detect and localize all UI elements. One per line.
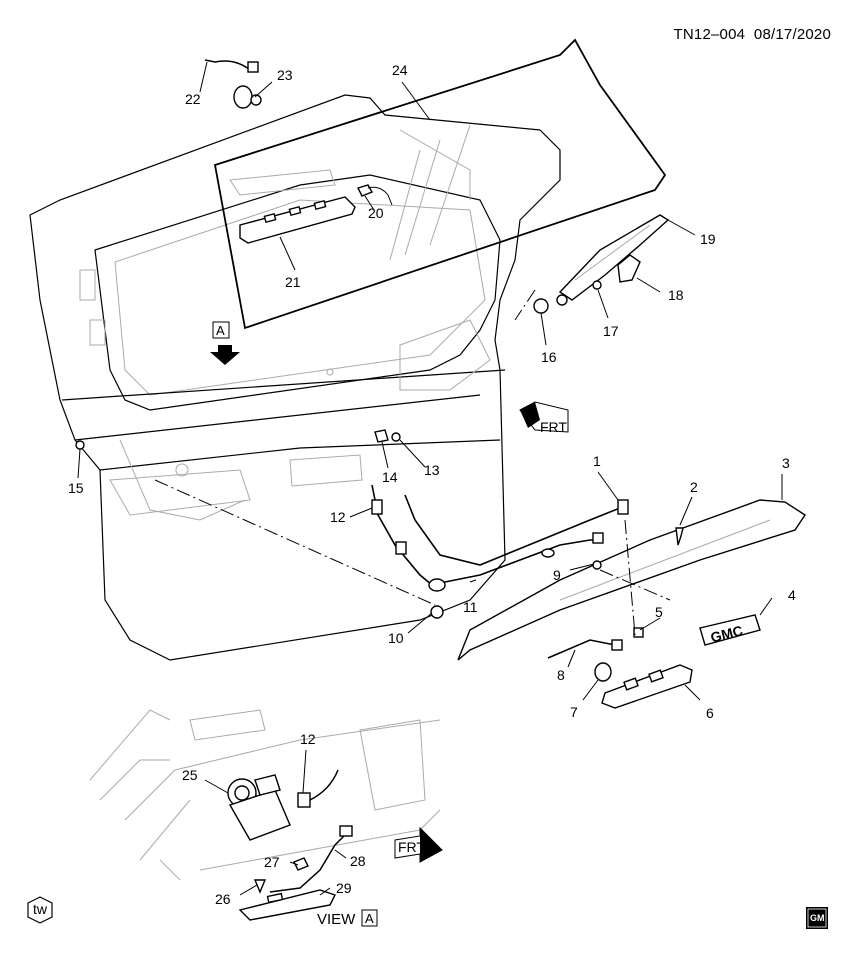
switch-retainer (293, 857, 309, 871)
callout-18: 18 (668, 287, 684, 303)
applique-bolt (675, 527, 684, 546)
callout-28: 28 (350, 853, 366, 869)
liftgate-bumper (75, 440, 85, 450)
frt-label: FRT (540, 419, 567, 435)
latch-harness (297, 769, 339, 808)
latch-bolt (253, 879, 267, 894)
lamp-pigtail (547, 639, 623, 659)
view-label-prefix: VIEW (317, 911, 356, 928)
callout-7: 7 (570, 704, 578, 720)
applique-nut (592, 560, 602, 570)
tw-label: tw (33, 901, 48, 917)
callout-19: 19 (700, 231, 716, 247)
callout-26: 26 (215, 891, 231, 907)
callout-27: 27 (264, 854, 280, 870)
callout-4: 4 (788, 587, 796, 603)
wiper-seal (533, 294, 568, 314)
callout-20: 20 (368, 205, 384, 221)
frt-label-view: FRT (398, 839, 425, 855)
callout-23: 23 (277, 67, 293, 83)
liftgate-applique (457, 499, 806, 661)
wiper-arm (558, 214, 670, 301)
wiper-nut (592, 280, 602, 290)
view-arrow-icon (210, 345, 240, 365)
liftgate-latch (227, 774, 291, 841)
callout-9: 9 (553, 567, 561, 583)
reference-lines (154, 289, 671, 636)
callout-13: 13 (424, 462, 440, 478)
gmc-emblem: GMC (699, 614, 761, 646)
view-a-detail (89, 709, 441, 881)
gm-logo-text: GM (810, 913, 825, 923)
license-lamp-assembly (601, 664, 693, 709)
release-switch-harness (269, 825, 353, 893)
harness-connector (371, 499, 407, 555)
liftgate-wiring-harness (371, 484, 629, 592)
liftgate-grommet (430, 605, 444, 619)
tw-hexagon-icon (27, 896, 53, 924)
wiper-arm-cap (617, 254, 641, 283)
emblem-lettering: GMC (709, 622, 745, 645)
callout-21: 21 (285, 274, 301, 290)
washer-hose (204, 59, 259, 73)
callout-leaders (77, 61, 783, 896)
washer-nozzle-clip (233, 85, 262, 109)
document-header: TN12–004 08/17/2020 (674, 26, 831, 43)
callout-22: 22 (185, 91, 201, 107)
front-direction-arrow: FRT (519, 401, 569, 435)
callout-12: 12 (330, 509, 346, 525)
callout-1: 1 (593, 453, 601, 469)
callout-2: 2 (690, 479, 698, 495)
lamp-harness-connector (357, 184, 393, 206)
document-date: 08/17/2020 (753, 26, 831, 43)
callout-24: 24 (392, 62, 408, 78)
callout-29: 29 (336, 880, 352, 896)
callout-10: 10 (388, 630, 404, 646)
release-switch-handle (238, 889, 336, 921)
callout-numbers: 1 2 3 4 5 6 7 8 9 10 11 12 13 14 15 16 1… (68, 62, 796, 907)
callout-8: 8 (557, 667, 565, 683)
rear-window-glass (213, 38, 667, 330)
lamp-socket (594, 662, 612, 682)
view-label: VIEW A (317, 909, 378, 928)
callout-5: 5 (655, 604, 663, 620)
high-mount-stop-lamp (239, 196, 356, 244)
callout-3: 3 (782, 455, 790, 471)
view-marker-letter: A (216, 323, 225, 338)
gm-logo: GM (806, 907, 828, 929)
callout-6: 6 (706, 705, 714, 721)
front-direction-arrow-view: FRT (394, 826, 443, 863)
callout-25: 25 (182, 767, 198, 783)
callout-12-view: 12 (300, 731, 316, 747)
tw-badge: tw (27, 896, 53, 924)
view-label-letter: A (365, 911, 374, 926)
harness-clip (374, 429, 401, 443)
callout-14: 14 (382, 469, 398, 485)
callout-16: 16 (541, 349, 557, 365)
callout-15: 15 (68, 480, 84, 496)
document-id: TN12–004 (673, 26, 746, 43)
lamp-clip (633, 627, 644, 638)
view-a-marker: A (210, 321, 240, 365)
callout-17: 17 (603, 323, 619, 339)
callout-11: 11 (463, 599, 478, 615)
